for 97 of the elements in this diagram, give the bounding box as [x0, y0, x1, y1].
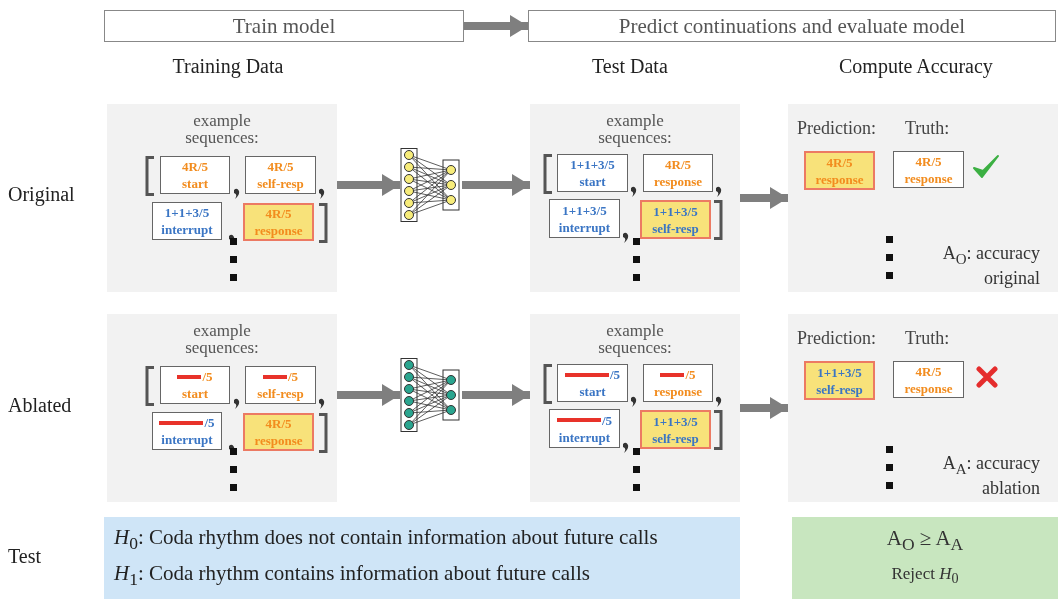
- data-panel: [530, 314, 740, 502]
- coda-type-text: 4R/5: [915, 362, 942, 380]
- row-heading: Test: [8, 545, 42, 568]
- coda-type-text: 1+1+3/5: [570, 156, 615, 173]
- call-token-box: [549, 409, 620, 448]
- coda-type-text: /5: [202, 368, 213, 385]
- coda-type-text: 4R/5: [265, 415, 292, 432]
- column-heading: Prediction:: [797, 328, 876, 349]
- coda-type-text: 4R/5: [915, 152, 942, 170]
- panel-heading: example sequences:: [184, 322, 260, 356]
- column-heading: Compute Accuracy: [839, 55, 993, 78]
- call-role-text: interrupt: [161, 221, 213, 238]
- call-role-text: response: [653, 383, 703, 400]
- neural-network-drawing: [400, 148, 462, 222]
- call-token-box: [893, 361, 964, 398]
- arrow: [740, 397, 788, 419]
- arrow: [337, 384, 400, 406]
- data-panel: [107, 314, 337, 502]
- call-role-text: interrupt: [161, 431, 213, 448]
- column-heading: Truth:: [905, 328, 950, 349]
- call-role-text: self-resp: [257, 175, 304, 192]
- arrow: [337, 174, 400, 196]
- call-role-text: response: [815, 170, 864, 188]
- coda-type-text: 4R/5: [265, 205, 292, 222]
- call-role-text: response: [904, 169, 953, 187]
- accuracy-label: A$_{O}$: accuracy original: [941, 244, 1040, 288]
- coda-type-text: /5: [601, 411, 613, 429]
- row-heading: Ablated: [8, 394, 72, 417]
- call-role-text: response: [254, 432, 303, 449]
- call-token-box: [643, 364, 713, 402]
- call-token-box: [893, 151, 964, 188]
- coda-type-text: /5: [685, 366, 696, 383]
- call-role-text: self-resp: [816, 380, 863, 398]
- data-panel: [107, 104, 337, 292]
- call-token-box: [245, 156, 316, 194]
- accuracy-label: A$_{A}$: accuracy ablation: [941, 454, 1040, 498]
- coda-type-text: 1+1+3/5: [653, 202, 698, 220]
- coda-type-text: 4R/5: [826, 153, 853, 171]
- coda-type-text: 4R/5: [182, 158, 208, 175]
- coda-type-text: 4R/5: [267, 158, 294, 175]
- call-role-text: start: [579, 383, 606, 400]
- hypothesis-panel: [104, 517, 740, 599]
- accuracy-panel: [788, 104, 1058, 292]
- coda-type-text: /5: [609, 366, 621, 383]
- coda-type-text: 1+1+3/5: [562, 201, 607, 219]
- call-token-box: [640, 410, 711, 449]
- panel-heading: example sequences:: [597, 322, 673, 356]
- coda-type-text: /5: [287, 368, 299, 385]
- data-panel: [530, 104, 740, 292]
- call-token-box: [804, 151, 875, 190]
- call-token-box: [152, 412, 222, 450]
- call-token-box: [243, 203, 314, 241]
- call-role-text: self-resp: [652, 219, 699, 237]
- call-token-box: [557, 154, 628, 192]
- arrow: [464, 15, 528, 37]
- comparison-text: A$_{O}$ ≥ A$_{A}$: [886, 524, 964, 556]
- coda-type-text: 1+1+3/5: [653, 412, 698, 430]
- column-heading: Training Data: [172, 55, 284, 78]
- panel-heading: example sequences:: [597, 112, 673, 146]
- call-token-box: [160, 366, 230, 404]
- hypothesis-text: H$_{1}$: Coda rhythm contains information about future calls: [114, 561, 590, 591]
- call-role-text: start: [579, 173, 606, 190]
- arrow: [740, 187, 788, 209]
- call-role-text: self-resp: [257, 385, 304, 402]
- call-token-box: [243, 413, 314, 451]
- neural-network-drawing: [400, 358, 462, 432]
- call-token-box: [549, 199, 620, 238]
- call-role-text: response: [653, 173, 703, 190]
- coda-type-text: /5: [204, 414, 215, 431]
- column-heading: Test Data: [592, 55, 668, 78]
- hypothesis-text: H$_{0}$: Coda rhythm does not contain information about future calls: [114, 525, 658, 555]
- call-token-box: [640, 200, 711, 239]
- call-token-box: [245, 366, 316, 404]
- step-box: Train model: [104, 10, 464, 42]
- coda-type-text: 1+1+3/5: [817, 363, 862, 381]
- call-token-box: [152, 202, 222, 240]
- call-role-text: interrupt: [558, 218, 611, 236]
- result-panel: [792, 517, 1058, 599]
- call-role-text: start: [182, 385, 208, 402]
- accuracy-panel: [788, 314, 1058, 502]
- call-role-text: start: [182, 175, 208, 192]
- column-heading: Prediction:: [797, 118, 876, 139]
- call-role-text: self-resp: [652, 429, 699, 447]
- row-heading: Original: [8, 183, 75, 206]
- call-role-text: interrupt: [558, 428, 611, 446]
- call-token-box: [160, 156, 230, 194]
- call-token-box: [557, 364, 628, 402]
- coda-type-text: 4R/5: [665, 156, 691, 173]
- coda-type-text: 1+1+3/5: [164, 204, 210, 221]
- conclusion-text: Reject H$_{0}$: [891, 562, 959, 589]
- call-token-box: [804, 361, 875, 400]
- column-heading: Truth:: [905, 118, 950, 139]
- panel-heading: example sequences:: [184, 112, 260, 146]
- step-box: Predict continuations and evaluate model: [528, 10, 1056, 42]
- call-role-text: response: [254, 222, 303, 239]
- call-token-box: [643, 154, 713, 192]
- call-role-text: response: [904, 379, 953, 397]
